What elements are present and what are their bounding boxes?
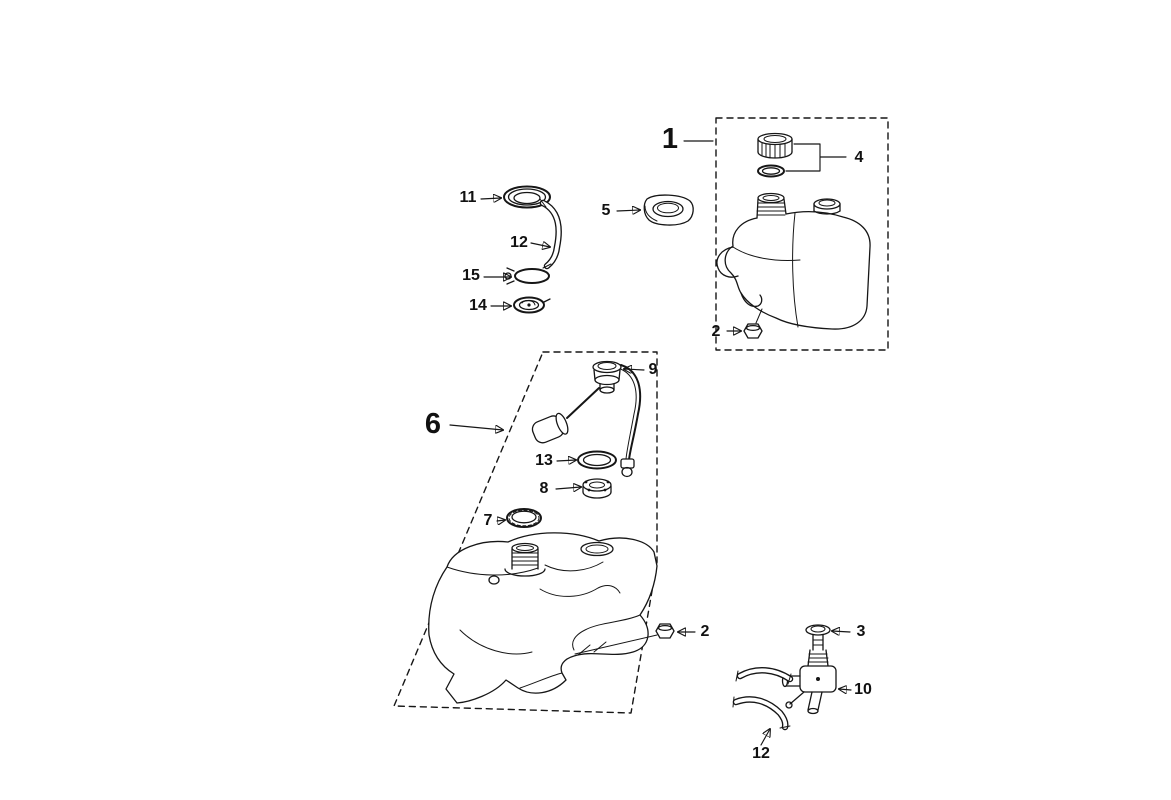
vent-cap-drawing [513, 296, 551, 314]
callout-8-sender-fitting: 8 [540, 480, 581, 497]
oil-tank-drawing [716, 192, 871, 330]
grommet-drawing [643, 194, 694, 226]
callout-11-filler-ring: 11 [460, 189, 501, 206]
callout-15-label: 15 [462, 267, 480, 284]
fuel-hoses-drawing [732, 667, 794, 731]
callout-14-label: 14 [469, 297, 487, 314]
callout-5-label: 5 [602, 202, 611, 219]
callout-8-label: 8 [540, 480, 549, 497]
fuel-tank-drawing [428, 532, 658, 704]
callout-14-vent-cap: 14 [469, 297, 511, 314]
callout-13-label: 13 [535, 452, 553, 469]
sender-fitting-drawing [582, 478, 612, 499]
callout-3-fuel-tap-cap: 3 [832, 623, 866, 640]
callout-2-oil-label: 2 [712, 323, 721, 340]
callout-11-label: 11 [460, 189, 477, 206]
callout-1-oil-tank-assembly: 1 [662, 123, 714, 155]
sender-seal-ring-drawing [577, 450, 617, 470]
callout-6-fuel-tank-assembly: 6 [425, 408, 503, 440]
callout-4-label: 4 [855, 149, 864, 166]
callout-2-fuel-label: 2 [701, 623, 710, 640]
callout-7-label: 7 [484, 512, 493, 529]
fuel-tap-cap-drawing [805, 624, 831, 651]
callout-5-grommet: 5 [602, 202, 640, 219]
callout-15-hose-clamp: 15 [462, 267, 511, 284]
oil-tank-assembly-boundary [715, 117, 889, 351]
callout-10-fuel-tap: 10 [839, 681, 872, 698]
callout-4-cap-and-seal: 4 [785, 143, 864, 172]
callout-12-filler-hose: 12 [510, 234, 550, 251]
fuel-level-sender-drawing [531, 360, 642, 478]
oil-cap-drawing [757, 132, 793, 159]
callout-12-hoses-label: 12 [752, 745, 770, 762]
callout-3-label: 3 [857, 623, 866, 640]
fuel-tank-nut-drawing [574, 623, 675, 655]
filler-hose-drawing [539, 198, 562, 270]
callout-1-label: 1 [662, 123, 678, 155]
callout-2-fuel-tank-nut: 2 [678, 623, 710, 640]
oil-cap-seal-drawing [757, 164, 785, 178]
callout-6-label: 6 [425, 408, 441, 440]
callout-7-fuel-filler-cap: 7 [484, 512, 505, 529]
fuel-filler-cap-drawing [506, 508, 542, 528]
callout-12-label: 12 [510, 234, 528, 251]
hose-clamp-drawing [504, 267, 550, 285]
callout-9-label: 9 [649, 361, 658, 378]
filler-ring-drawing [503, 185, 551, 209]
callout-10-label: 10 [854, 681, 872, 698]
oil-tank-nut-drawing [743, 308, 763, 339]
callout-12-fuel-hoses: 12 [752, 729, 770, 762]
fuel-tap-drawing [781, 649, 837, 715]
callout-13-sender-seal-ring: 13 [535, 452, 576, 469]
callout-2-oil-tank-nut: 2 [712, 323, 741, 340]
callout-9-fuel-level-sender: 9 [624, 361, 658, 378]
